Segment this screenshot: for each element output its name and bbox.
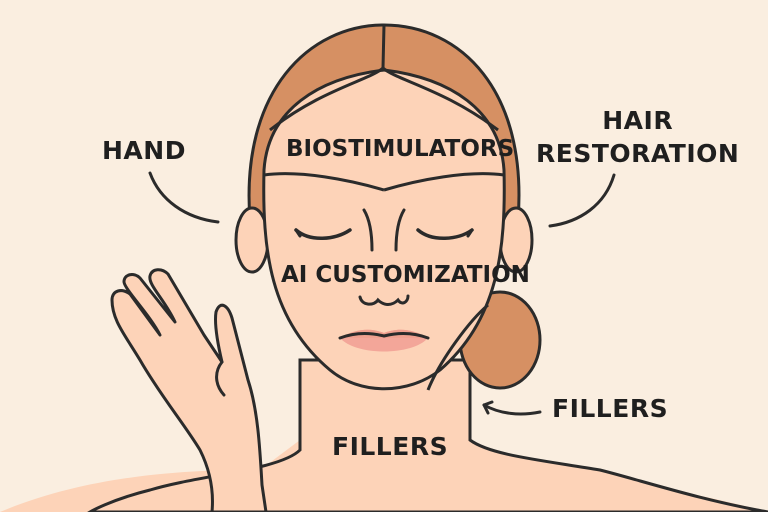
nose-left — [362, 208, 374, 252]
label-hair-line1: HAIR — [602, 106, 674, 135]
hand-callout-arc — [148, 171, 220, 224]
label-fillers-jaw: FILLERS — [552, 394, 669, 423]
right-eye — [416, 228, 474, 240]
label-biostimulators: BIOSTIMULATORS — [286, 136, 515, 162]
hair-part — [269, 24, 386, 132]
hand — [110, 268, 268, 512]
label-hair-restoration: HAIR RESTORATION — [536, 104, 739, 170]
label-ai-customization: AI CUSTOMIZATION — [281, 262, 530, 288]
jaw-contour — [426, 303, 489, 391]
nostrils — [358, 294, 410, 306]
label-fillers-neck: FILLERS — [332, 432, 449, 461]
nose-right — [394, 208, 406, 252]
label-hair-line2: RESTORATION — [536, 139, 740, 168]
left-eye — [294, 228, 352, 240]
face — [262, 68, 506, 391]
label-hand: HAND — [102, 136, 186, 165]
hair-callout-arc — [548, 173, 616, 228]
fillers-callout-arrow — [482, 403, 542, 416]
